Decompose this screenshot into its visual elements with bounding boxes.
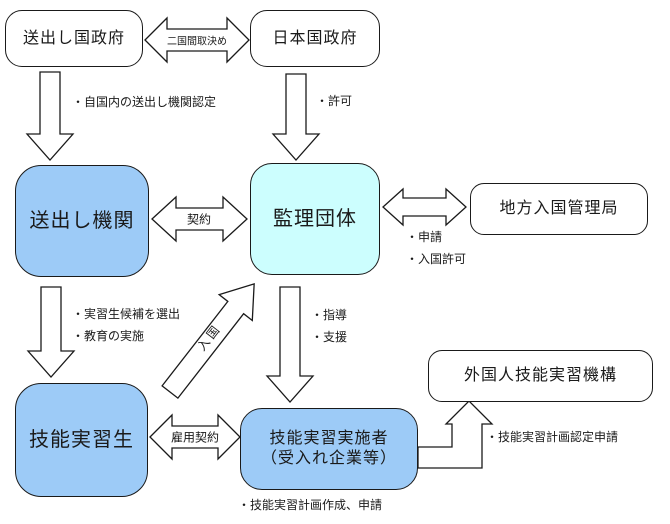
node-foreign-trainee-organization: 外国人技能実習機構 (428, 350, 653, 402)
node-sending-country-government: 送出し国政府 (5, 10, 143, 67)
application-double-arrow-icon (382, 187, 467, 227)
annotation-support: ・支援 (311, 330, 348, 344)
node-label: 技能実習生 (29, 428, 134, 451)
guidance-down-arrow-icon (265, 286, 315, 403)
node-training-implementer: 技能実習実施者 （受入れ企業等） (240, 408, 418, 490)
annotation-conduct-education: ・教育の実施 (72, 329, 145, 343)
node-label-line1: 技能実習実施者 (269, 430, 389, 447)
node-label: 外国人技能実習機構 (463, 367, 617, 384)
permission-down-arrow-icon (271, 73, 321, 161)
edge-label-contract: 契約 (186, 212, 212, 227)
annotation-guidance: ・指導 (311, 308, 348, 322)
node-label: 送出し国政府 (22, 29, 125, 47)
candidate-selection-down-arrow-icon (26, 286, 76, 378)
plan-application-elbow-arrow-icon (417, 400, 494, 469)
node-label: 監理団体 (273, 207, 357, 230)
node-label: 地方入国管理局 (499, 200, 619, 217)
annotation-accredit-sending-org: ・自国内の送出し機関認定 (72, 95, 217, 109)
entry-diagonal-arrow-icon (161, 283, 255, 400)
annotation-entry-permission: ・入国許可 (406, 252, 467, 266)
node-label-line2: （受入れ企業等） (260, 450, 397, 467)
node-technical-intern-trainee: 技能実習生 (15, 383, 148, 497)
bilateral-agreement-double-arrow-icon (144, 16, 250, 64)
node-supervising-organization: 監理団体 (250, 163, 380, 275)
annotation-permission: ・許可 (316, 94, 353, 108)
node-regional-immigration-bureau: 地方入国管理局 (470, 183, 648, 235)
annotation-application: ・申請 (406, 230, 443, 244)
edge-label-employment-contract: 雇用契約 (170, 430, 220, 445)
annotation-plan-creation-application: ・技能実習計画作成、申請 (238, 498, 383, 512)
annotation-select-trainee-candidates: ・実習生候補を選出 (72, 307, 181, 321)
edge-label-bilateral-agreement: 二国間取決め (167, 36, 227, 48)
node-japan-government: 日本国政府 (250, 10, 380, 67)
contract-double-arrow-icon (151, 195, 248, 243)
accreditation-down-arrow-icon (25, 71, 75, 161)
node-label: 日本国政府 (272, 29, 358, 47)
node-sending-organization: 送出し機関 (15, 165, 149, 277)
annotation-plan-accreditation-application: ・技能実習計画認定申請 (486, 430, 619, 444)
node-label: 送出し機関 (29, 209, 135, 232)
